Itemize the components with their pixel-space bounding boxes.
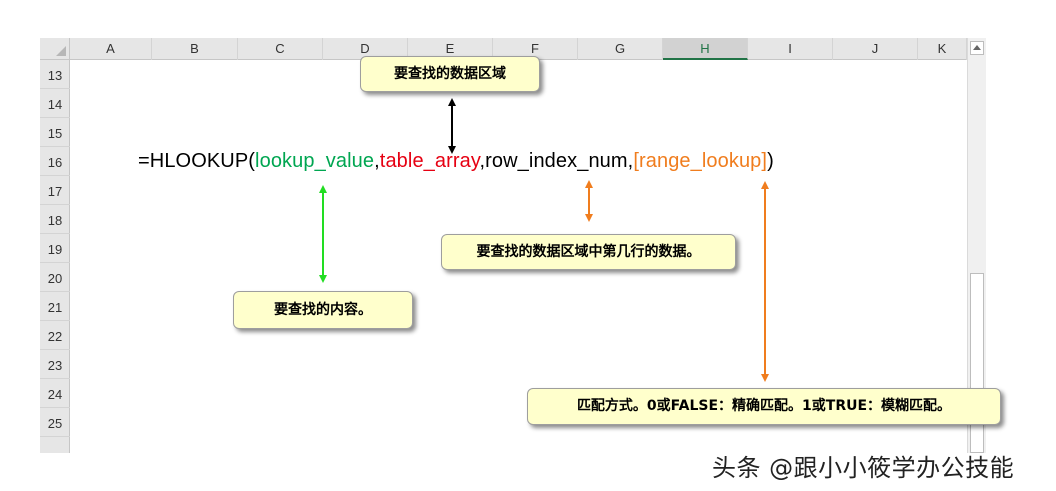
column-header-a[interactable]: A — [70, 38, 152, 60]
scroll-up-button[interactable] — [970, 41, 984, 55]
row-header-24[interactable]: 24 — [40, 379, 70, 408]
row-header-16[interactable]: 16 — [40, 147, 70, 176]
formula-separator: , — [479, 150, 486, 172]
column-header-i[interactable]: I — [748, 38, 833, 60]
column-header-h[interactable]: H — [663, 38, 748, 60]
scroll-up-arrow-icon — [973, 45, 981, 50]
row-header-18[interactable]: 18 — [40, 205, 70, 234]
row-header-22[interactable]: 22 — [40, 321, 70, 350]
column-header-j[interactable]: J — [833, 38, 918, 60]
formula-arg-table-array: table_array — [379, 150, 480, 172]
column-header-d[interactable]: D — [323, 38, 408, 60]
row-header-14[interactable]: 14 — [40, 89, 70, 118]
callout-range-lookup: 匹配方式。0或FALSE：精确匹配。1或TRUE：模糊匹配。 — [527, 388, 1001, 425]
formula-separator: , — [627, 150, 634, 172]
column-headers: A B C D E F G H I J K — [70, 38, 967, 60]
watermark: 头条 @跟小小筱学办公技能 — [712, 454, 1015, 482]
formula-separator: , — [374, 150, 380, 172]
column-header-b[interactable]: B — [152, 38, 238, 60]
callout-row-index-num: 要查找的数据区域中第几行的数据。 — [441, 234, 736, 270]
row-header-13[interactable]: 13 — [40, 60, 70, 89]
callout-table-array: 要查找的数据区域 — [360, 56, 540, 92]
select-all-button[interactable] — [40, 38, 70, 60]
formula-prefix: =HLOOKUP( — [138, 150, 256, 172]
row-header-23[interactable]: 23 — [40, 350, 70, 379]
row-header-15[interactable]: 15 — [40, 118, 70, 147]
row-header-20[interactable]: 20 — [40, 263, 70, 292]
formula-arg-range-lookup: [range_lookup] — [633, 150, 768, 172]
row-headers: 13 14 15 16 17 18 19 20 21 22 23 24 25 — [40, 60, 70, 453]
formula-arg-lookup-value: lookup_value — [255, 150, 375, 172]
row-header-19[interactable]: 19 — [40, 234, 70, 263]
row-header-21[interactable]: 21 — [40, 292, 70, 321]
row-header-17[interactable]: 17 — [40, 176, 70, 205]
spreadsheet-grid: A B C D E F G H I J K 13 14 15 16 17 18 … — [40, 38, 986, 453]
select-all-triangle-icon — [56, 46, 66, 56]
column-header-c[interactable]: C — [238, 38, 323, 60]
column-header-k[interactable]: K — [918, 38, 967, 60]
column-header-e[interactable]: E — [408, 38, 493, 60]
row-header-25[interactable]: 25 — [40, 408, 70, 437]
column-header-g[interactable]: G — [578, 38, 663, 60]
callout-lookup-value: 要查找的内容。 — [233, 291, 413, 329]
hlookup-formula: =HLOOKUP(lookup_value,table_array,row_in… — [138, 150, 774, 173]
vertical-scrollbar[interactable] — [967, 38, 986, 453]
formula-arg-row-index-num: row_index_num — [485, 150, 628, 172]
formula-suffix: ) — [767, 150, 774, 172]
column-header-f[interactable]: F — [493, 38, 578, 60]
